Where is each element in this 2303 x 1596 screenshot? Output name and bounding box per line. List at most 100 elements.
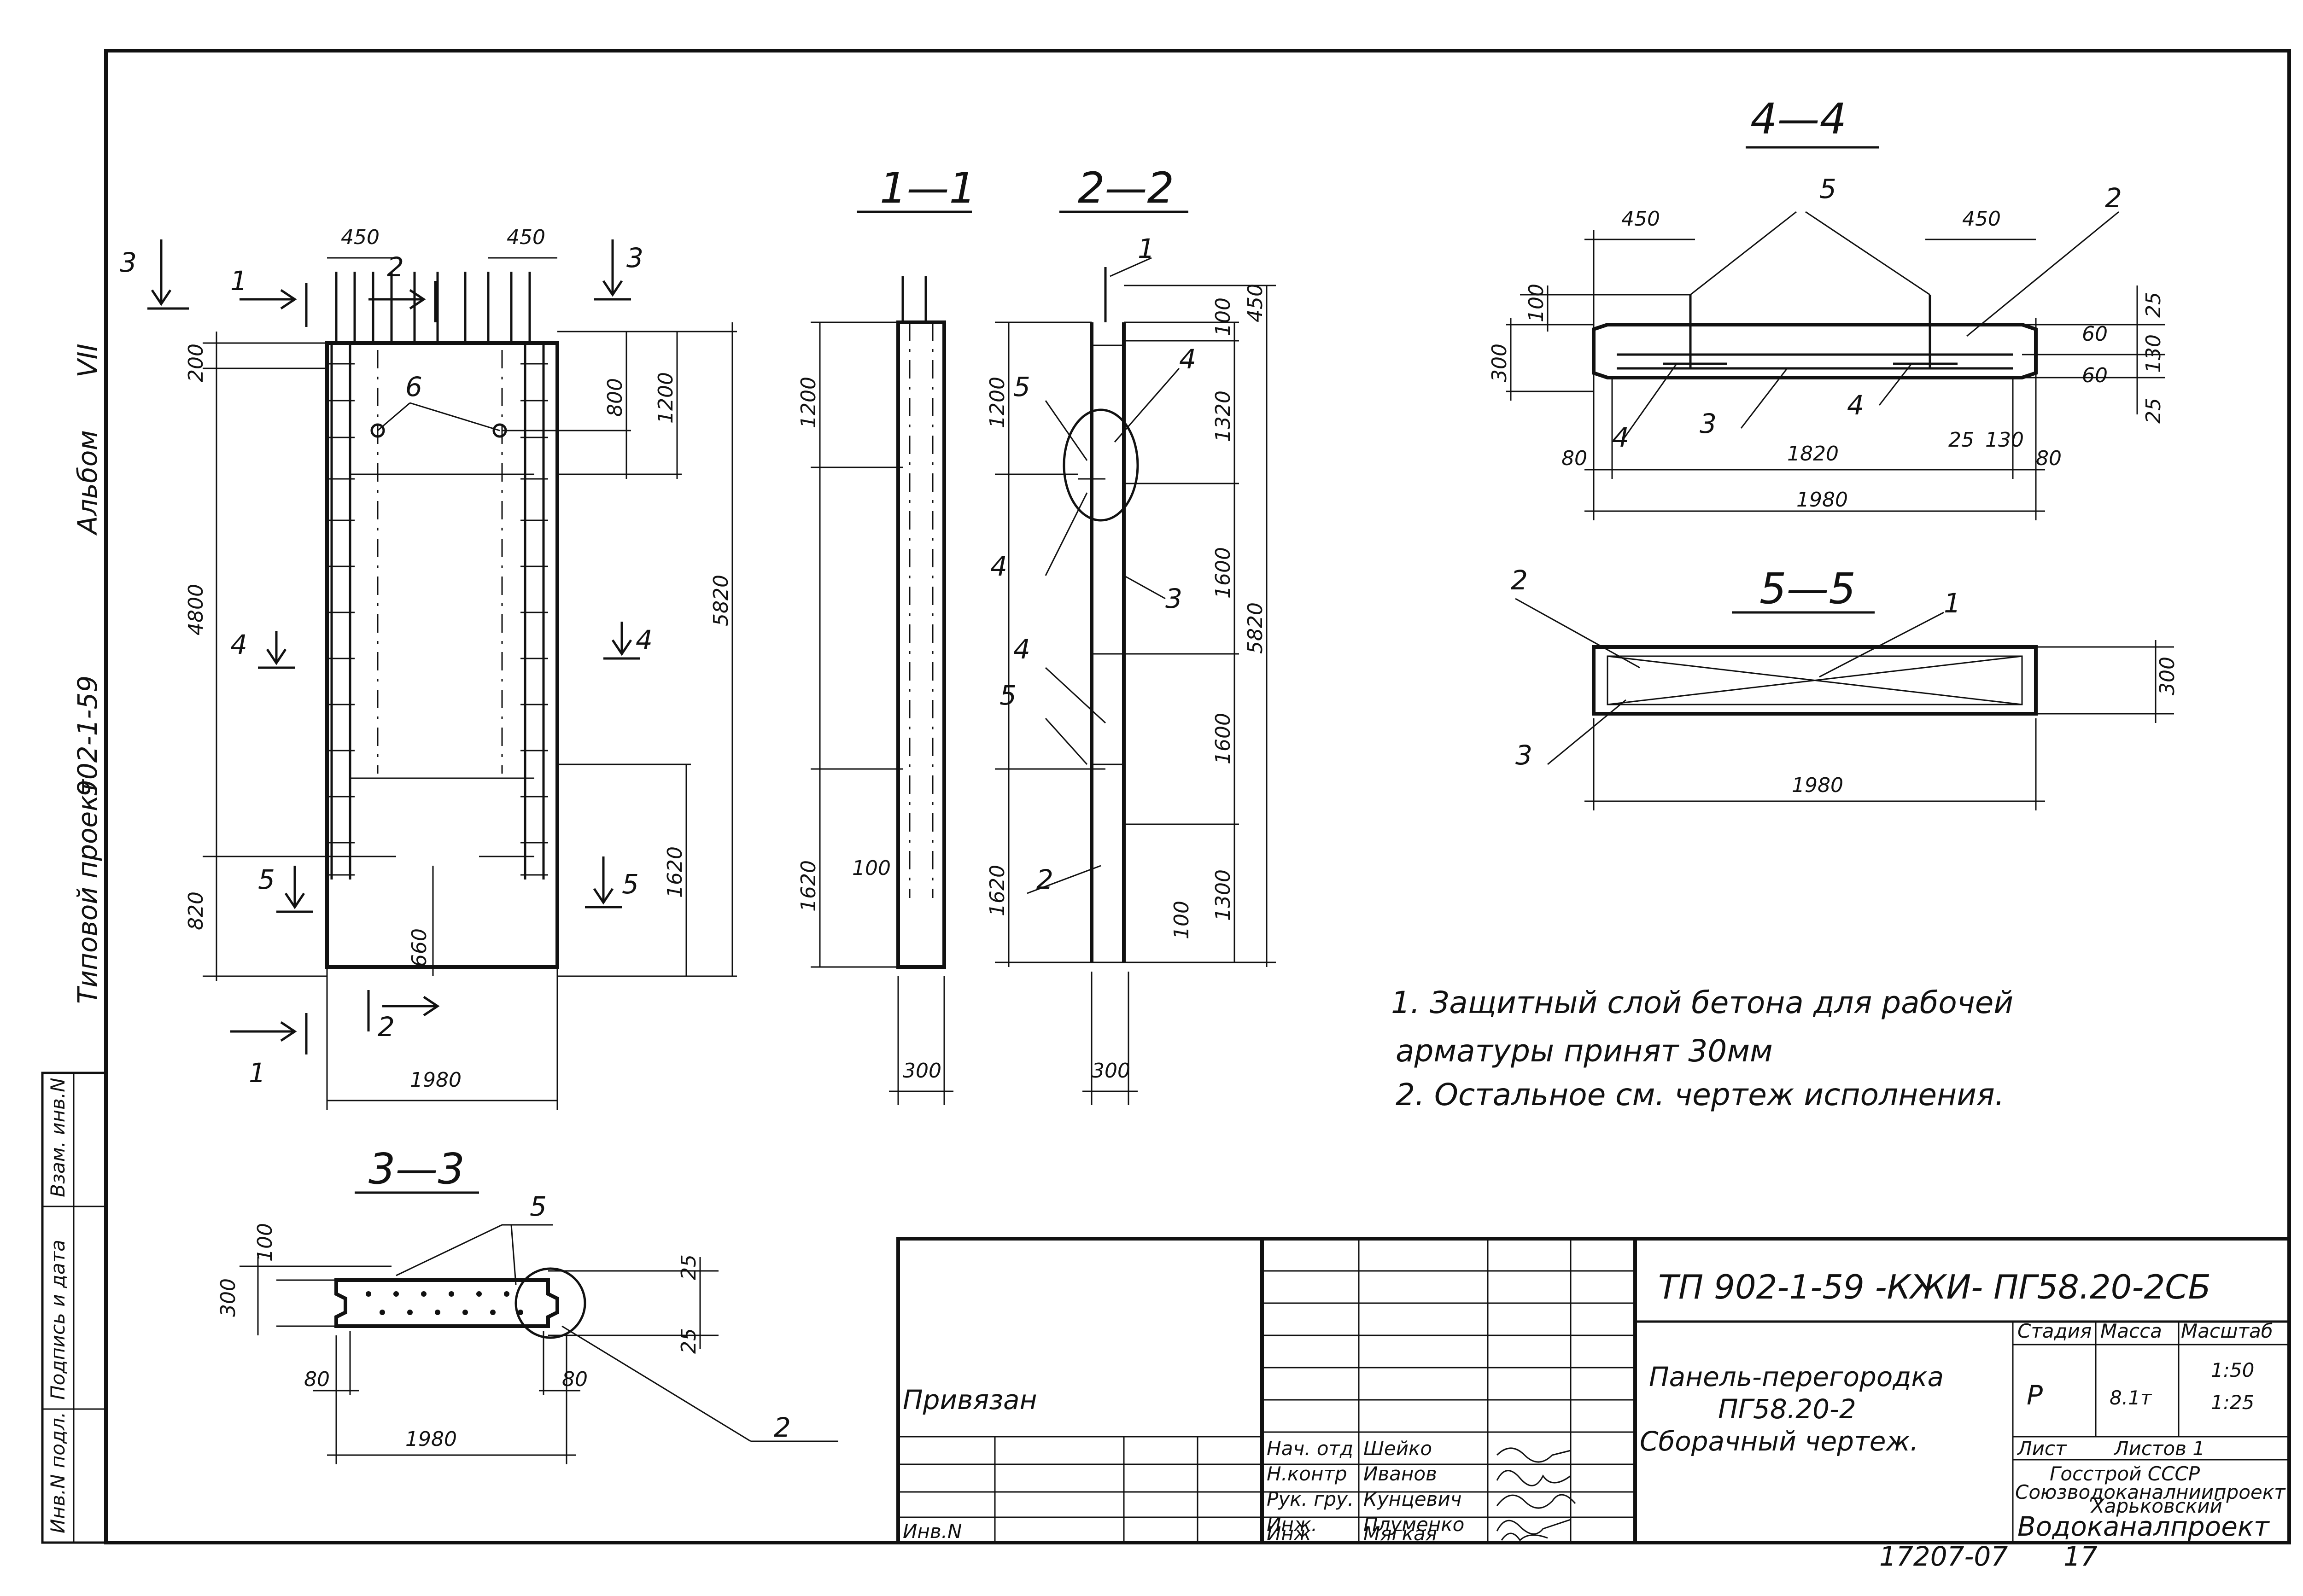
scale-header: Масштаб [2181,1320,2273,1342]
section-3-3: 3—3 100 300 25 25 80 80 1980 [216,1144,838,1464]
section-2-2: 2—2 1200 1620 100 450 1320 1600 5820 [986,163,1276,1105]
callout-2: 2 [1036,864,1053,895]
callout-3: 3 [1700,408,1717,439]
dim-300: 300 [2156,657,2179,695]
title-line-3: Сборачный чертеж. [1640,1426,1918,1457]
footer-page: 17 [2063,1541,2098,1572]
dim-450-right: 450 [507,226,545,249]
callout-4a: 4 [1179,344,1196,375]
staff-name-2: Иванов [1363,1462,1437,1485]
dim-1320: 1320 [1211,390,1235,442]
right-rebar-cage [520,343,548,880]
detail-circle [1063,408,1139,522]
album-label: Альбом [72,430,103,536]
dim-25b: 25 [2142,398,2165,424]
project-code: 902-1-59 [72,676,103,797]
section-3-3-title: 3—3 [368,1144,465,1194]
dim-1820: 1820 [1787,442,1839,466]
callout-1: 1 [1944,588,1961,619]
title-line-1: Панель-перегородка [1649,1361,1944,1392]
dim-300: 300 [216,1278,240,1317]
dim-25b: 25 [677,1328,701,1354]
notes: 1. Защитный слой бетона для рабочей арма… [1391,985,2013,1113]
dim-1620: 1620 [663,846,687,898]
stage-header: Стадия [2017,1320,2092,1342]
dim-100: 100 [1525,284,1548,322]
staff-role-3: Рук. гру. [1267,1488,1354,1510]
dim-450-left: 450 [341,226,380,249]
dim-60b: 60 [2082,364,2108,387]
dim-4800: 4800 [184,584,208,635]
dim-300: 300 [1092,1059,1130,1083]
callout-4c: 4 [1013,634,1030,665]
note-line-2: арматуры принят 30мм [1396,1033,1773,1069]
dim-450-right: 450 [1962,207,2001,231]
staff-role-4: Инж. [1267,1513,1317,1536]
elevation-outline [325,341,559,969]
side-strip: Инв.N подл. Подпись и дата Взам. инв.N Т… [41,344,107,1544]
dim-80-right: 80 [2036,447,2062,470]
note-line-3: 2. Остальное см. чертеж исполнения. [1396,1077,2005,1113]
cut-4-left: 4 [230,629,247,660]
cut-4-right: 4 [636,624,653,656]
callout-4-left: 4 [1612,422,1629,453]
cut-2-bottom: 2 [378,1011,395,1043]
title-block: ТП 902-1-59 -КЖИ- ПГ58.20-2СБ Панель-пер… [896,1237,2291,1545]
stamp-podpis-data: Подпись и дата [47,1240,69,1400]
dim-450: 450 [1244,284,1267,322]
section-1-1-title: 1—1 [880,163,976,213]
cut-1-bottom: 1 [249,1057,266,1089]
section-3-3-outline [334,1278,559,1328]
stamp-vzam-inv: Взам. инв.N [47,1078,69,1197]
dim-100: 100 [852,856,891,880]
callout-2: 2 [774,1412,791,1443]
stamp-inv-podl: Инв.N подл. [47,1412,69,1533]
dim-1200: 1200 [986,377,1009,428]
drawing-code: ТП 902-1-59 -КЖИ- ПГ58.20-2СБ [1658,1268,2211,1306]
org-2: Союзводоканалниипроект [2015,1481,2286,1503]
detail-circle [514,1267,586,1339]
rebar-outlets [335,272,531,343]
dim-1620: 1620 [797,860,820,912]
dim-200: 200 [184,344,208,382]
callout-2: 2 [1511,565,1528,596]
void-dots [366,1291,523,1315]
staff-role-1: Нач. отд [1267,1437,1353,1460]
callout-5a: 5 [1013,371,1030,402]
callout-3: 3 [1515,740,1532,771]
staff-name-5: Мягкая [1363,1522,1437,1545]
dim-25a: 25 [677,1254,701,1280]
section-4-4: 4—4 450 450 100 300 25 60 60 130 25 [1488,94,2165,520]
stage-value: Р [2027,1380,2043,1411]
scale-1: 1:50 [2211,1359,2254,1381]
section-4-4-outline [1592,323,2038,379]
dim-1980: 1980 [410,1068,462,1092]
left-rebar-cage [327,343,355,880]
mass-header: Масса [2100,1320,2162,1342]
callout-2: 2 [2105,182,2122,214]
lifting-loop [370,423,385,438]
callout-4b: 4 [990,551,1007,582]
dim-100-bottom: 100 [1170,901,1193,939]
dim-800: 800 [603,378,627,417]
project-label: Типовой проект [72,779,103,1004]
section-4-4-title: 4—4 [1750,94,1847,144]
dim-5820: 5820 [709,575,733,626]
staff-name-4: Плуменко [1363,1513,1464,1536]
dim-1600a: 1600 [1211,547,1235,599]
sheets-label: Листов 1 [2113,1437,2205,1460]
dim-130: 130 [2142,334,2165,373]
org-4: Водоканалпроект [2017,1511,2270,1542]
cut-5-right: 5 [622,868,639,900]
dim-300: 300 [1488,344,1511,382]
section-cut-markers: 3 3 1 2 1 2 4 [120,239,653,1089]
cut-2-top: 2 [387,251,404,283]
dim-130b: 130 [1985,428,2024,452]
org-1: Госстрой СССР [2050,1462,2200,1485]
dim-660: 660 [408,928,431,967]
dim-25c: 25 [1948,428,1974,452]
dim-60a: 60 [2082,322,2108,346]
callout-5: 5 [530,1191,547,1222]
dim-80-left: 80 [1561,447,1587,470]
staff-role-2: Н.контр [1267,1462,1347,1485]
